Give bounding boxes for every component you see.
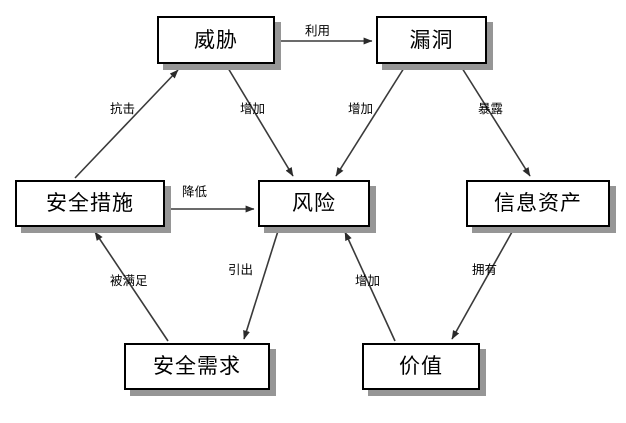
edge-increase-vuln-risk — [335, 67, 405, 177]
node-risk[interactable]: 风险 — [258, 180, 370, 227]
edge-label-increase-threat-risk: 增加 — [240, 101, 266, 116]
node-threat[interactable]: 威胁 — [157, 16, 275, 64]
node-value[interactable]: 价值 — [362, 343, 480, 390]
node-label-asset: 信息资产 — [494, 191, 582, 215]
edge-label-increase-vuln-risk: 增加 — [348, 101, 374, 116]
node-label-risk: 风险 — [292, 191, 336, 215]
edge-label-resist: 抗击 — [110, 101, 136, 116]
node-requirement[interactable]: 安全需求 — [124, 343, 270, 390]
edge-label-derive: 引出 — [228, 262, 254, 277]
node-vulnerability[interactable]: 漏洞 — [376, 16, 487, 64]
node-label-vulnerability: 漏洞 — [409, 27, 454, 52]
edge-label-increase-value-risk: 增加 — [355, 273, 381, 288]
edge-expose — [461, 67, 531, 177]
node-label-threat: 威胁 — [194, 27, 238, 52]
node-label-safeguard: 安全措施 — [46, 191, 134, 215]
node-label-requirement: 安全需求 — [153, 354, 241, 378]
edge-label-own: 拥有 — [472, 262, 498, 277]
edge-label-satisfied: 被满足 — [110, 273, 148, 288]
node-safeguard[interactable]: 安全措施 — [15, 180, 165, 227]
node-asset[interactable]: 信息资产 — [466, 180, 610, 227]
edge-resist — [74, 69, 179, 179]
edge-label-exploit: 利用 — [305, 23, 331, 38]
node-label-value: 价值 — [399, 354, 443, 378]
edge-label-reduce: 降低 — [182, 184, 208, 199]
edge-increase-threat-risk — [227, 67, 294, 177]
edge-derive — [243, 230, 279, 340]
edge-own — [451, 231, 513, 340]
edge-label-expose: 暴露 — [478, 101, 504, 116]
